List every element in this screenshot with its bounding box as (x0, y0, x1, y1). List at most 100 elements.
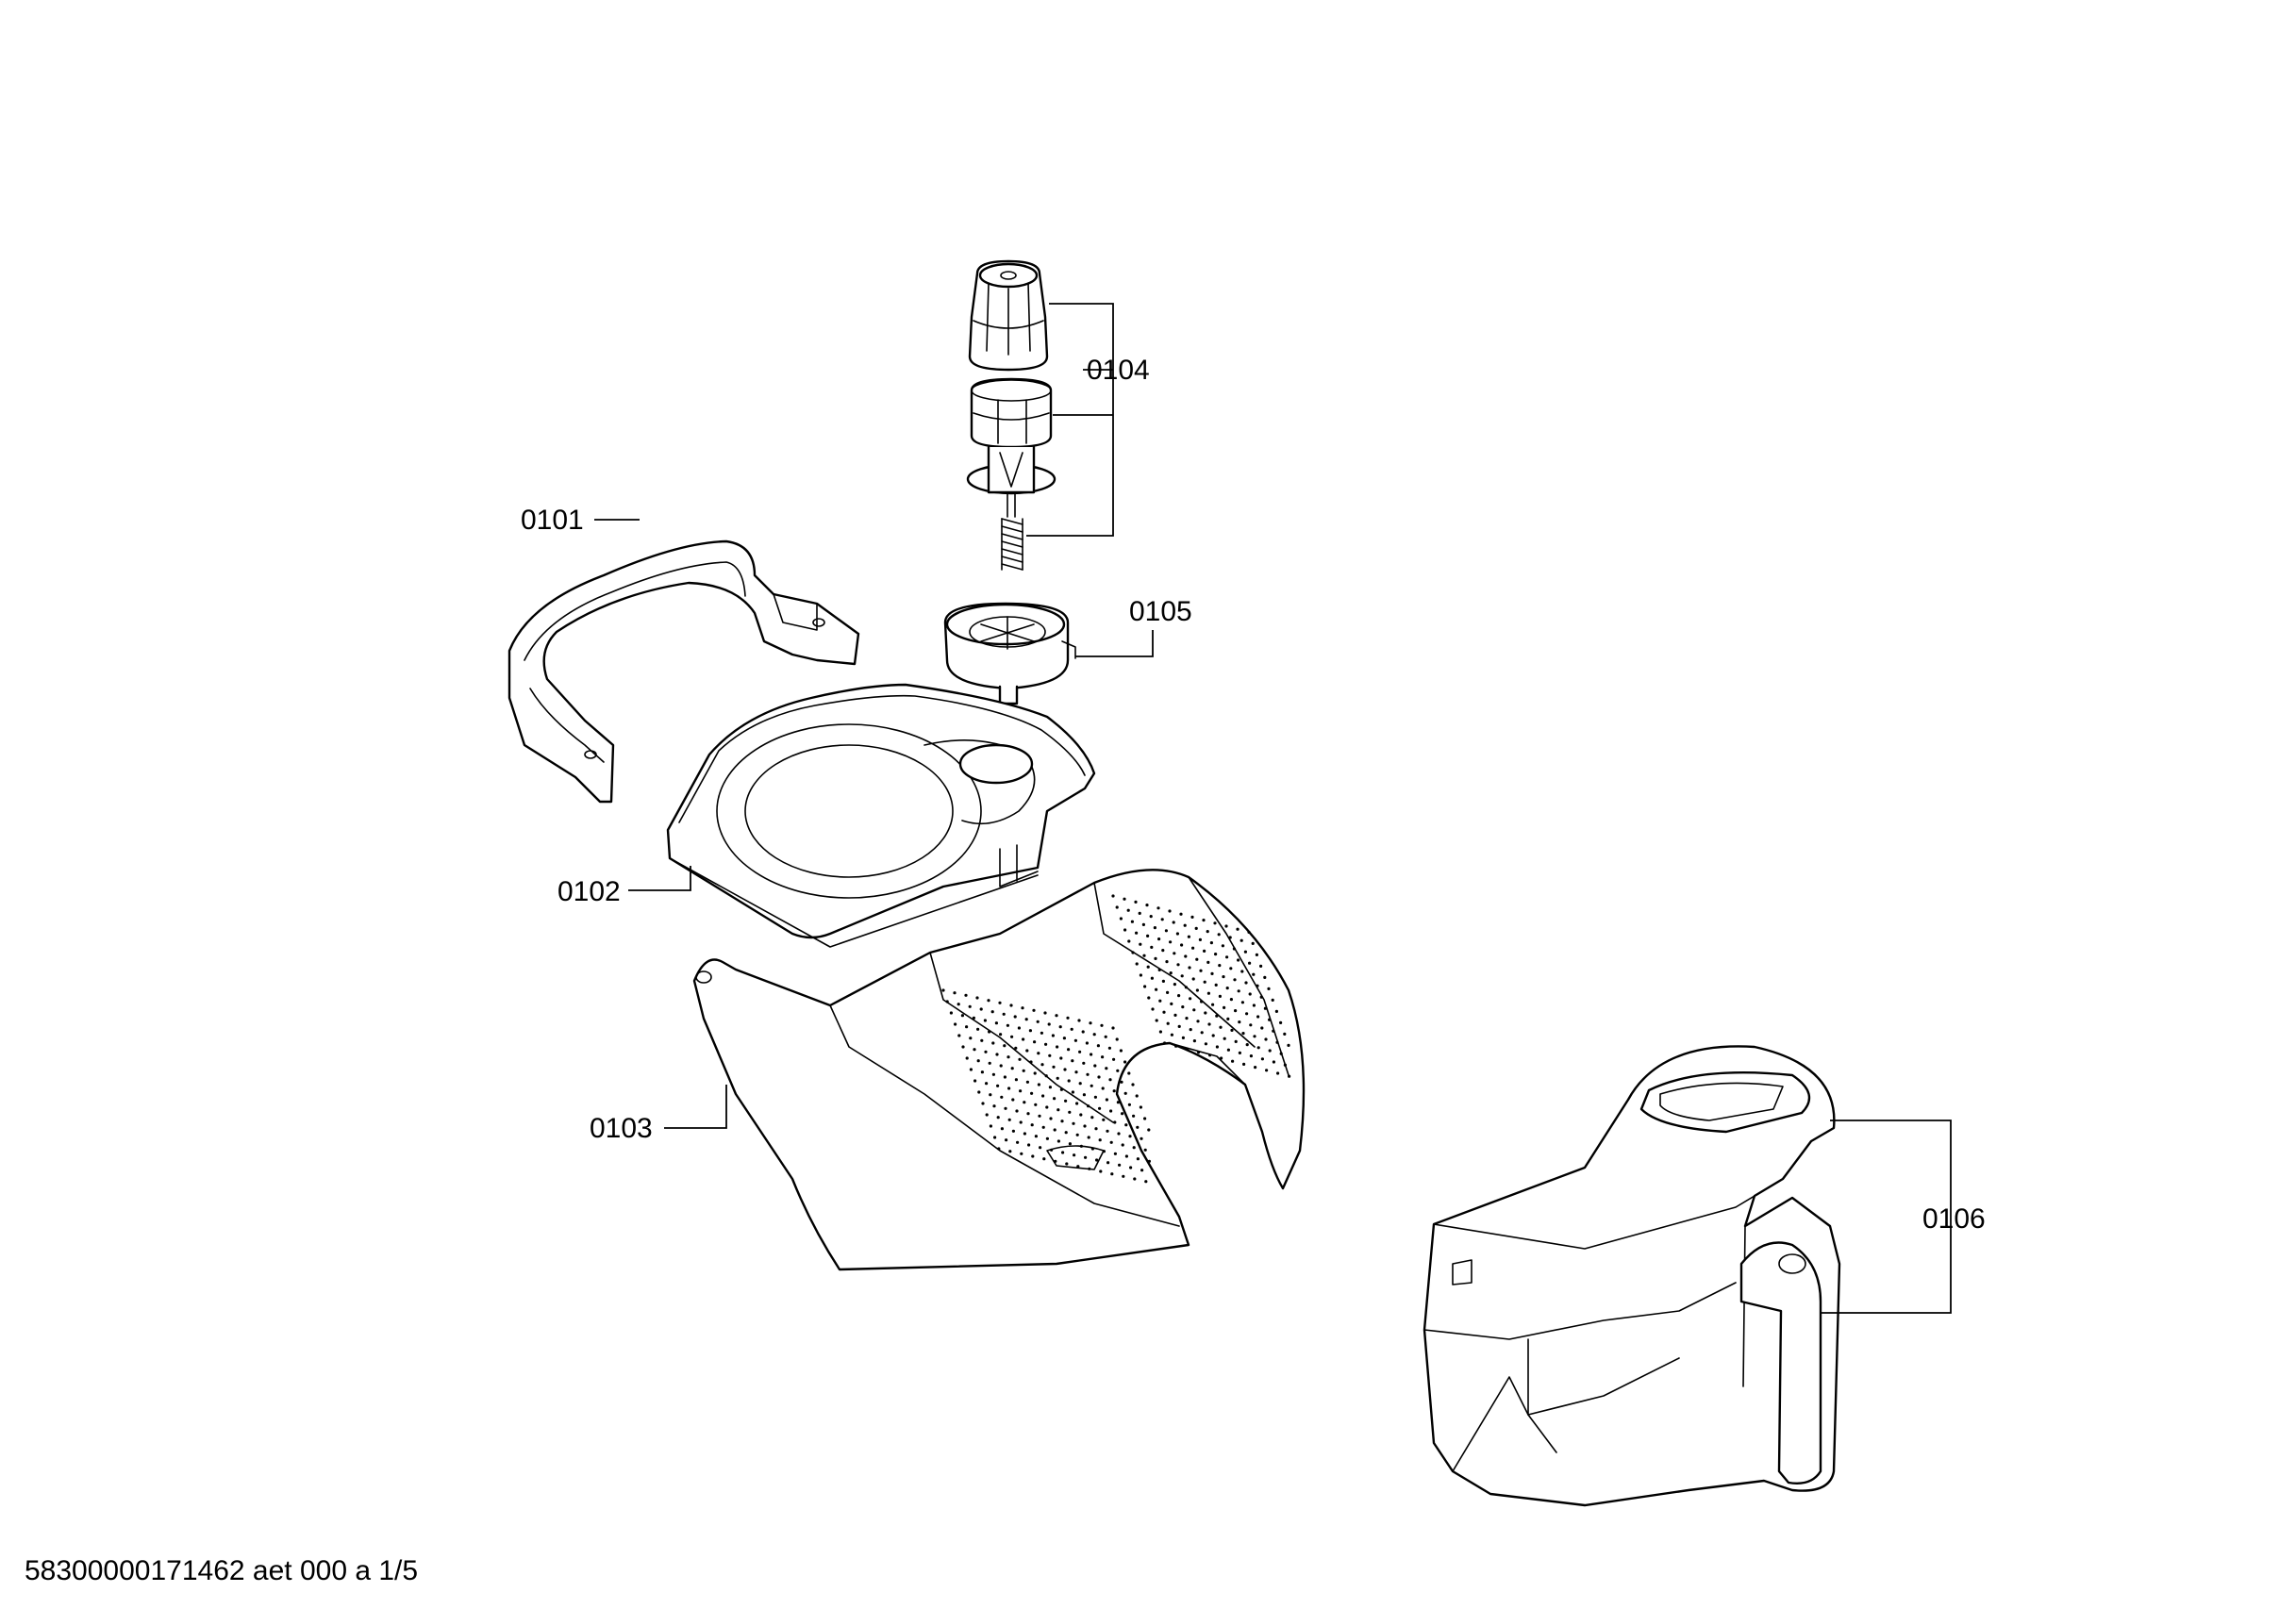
vent-dot (979, 1007, 983, 1011)
vent-dot (1200, 1031, 1204, 1035)
vent-dot (1225, 955, 1229, 959)
vent-dot (1240, 970, 1244, 973)
vent-dot (1059, 1056, 1063, 1060)
vent-dot (1067, 1079, 1071, 1083)
vent-dot (1019, 1120, 1023, 1124)
vent-dot (1276, 1071, 1280, 1075)
vent-dot (1087, 1104, 1090, 1108)
vent-dot (1252, 972, 1256, 976)
vent-dot (1034, 1103, 1038, 1106)
vent-dot (1056, 1076, 1059, 1080)
vent-dot (1192, 1008, 1196, 1012)
vent-dot (1047, 1022, 1051, 1026)
vent-dot (1229, 998, 1233, 1002)
vent-dot (1098, 1106, 1102, 1110)
vent-dot (1088, 1167, 1091, 1170)
vent-dot (1132, 1146, 1136, 1150)
vent-dot (985, 1082, 989, 1086)
vent-dot (1231, 1059, 1235, 1063)
vent-dot (1040, 1063, 1044, 1067)
vent-dot (1272, 1060, 1275, 1064)
vent-dot (1106, 1161, 1110, 1165)
vent-dot (1092, 1033, 1096, 1037)
vent-dot (999, 1033, 1003, 1037)
vent-dot (1279, 1052, 1283, 1055)
vent-dot (1213, 921, 1217, 925)
vent-dot (1085, 1041, 1089, 1045)
vent-dot (1170, 1033, 1173, 1037)
vent-dot (1010, 1035, 1014, 1038)
vent-dot (1128, 1135, 1132, 1138)
vent-dot (1108, 1078, 1112, 1082)
vent-dot (1195, 988, 1199, 992)
vent-dot (1206, 930, 1209, 934)
vent-dot (1090, 1116, 1094, 1120)
vent-dot (1068, 1142, 1072, 1146)
vent-dot (1245, 1012, 1249, 1016)
vent-dot (1195, 957, 1199, 961)
vent-dot (1132, 1114, 1136, 1118)
vent-dot (1265, 1069, 1269, 1072)
vent-dot (1143, 985, 1147, 988)
vent-dot (1259, 995, 1263, 999)
vent-dot (980, 1038, 984, 1042)
vent-dot (1238, 1051, 1241, 1054)
vent-dot (1011, 1129, 1015, 1133)
vent-dot (1056, 1139, 1060, 1143)
vent-dot (1119, 1049, 1123, 1053)
vent-dot (1156, 906, 1160, 910)
vent-dot (988, 1061, 991, 1065)
vent-dot (1094, 1127, 1098, 1131)
vent-dot (1007, 1055, 1010, 1059)
vent-dot (1073, 1153, 1076, 1157)
vent-dot (1056, 1045, 1059, 1049)
vent-dot (1042, 1157, 1046, 1161)
vent-dot (1271, 998, 1274, 1002)
vent-dot (1052, 1065, 1056, 1069)
vent-dot (1249, 1023, 1253, 1027)
vent-dot (1150, 976, 1154, 980)
vent-dot (1038, 1114, 1041, 1118)
vent-dot (1115, 905, 1119, 909)
vent-dot (1000, 1095, 1004, 1099)
vent-dot (1014, 1078, 1018, 1082)
vent-dot (973, 1079, 977, 1083)
vent-dot (969, 1068, 973, 1071)
callout-0101: 0101 (521, 505, 584, 536)
vent-dot (1007, 1118, 1011, 1121)
vent-dot (1248, 992, 1252, 996)
vent-dot (1187, 935, 1190, 938)
vent-dot (1102, 1118, 1106, 1121)
vent-dot (1000, 1127, 1004, 1131)
vent-dot (996, 1116, 1000, 1120)
vent-dot (1252, 1004, 1256, 1007)
vent-dot (1063, 1068, 1067, 1071)
vent-dot (1173, 952, 1176, 955)
vent-dot (1259, 964, 1263, 968)
vent-dot (1143, 1148, 1147, 1152)
vent-dot (1081, 1030, 1085, 1034)
vent-dot (1015, 1109, 1019, 1113)
vent-dot (1214, 953, 1218, 956)
vent-dot (960, 1014, 965, 1018)
vent-dot (1029, 1060, 1033, 1064)
vent-dot (1111, 894, 1115, 898)
vent-dot (1095, 1158, 1099, 1162)
vent-dot (957, 1034, 961, 1037)
vent-dot (1232, 947, 1236, 951)
callout-0106: 0106 (1922, 1203, 1986, 1235)
vent-dot (1158, 1030, 1162, 1034)
vent-dot (1122, 1174, 1125, 1178)
vent-dot (1283, 1032, 1287, 1036)
vent-dot (1135, 962, 1139, 966)
vent-dot (1157, 937, 1161, 941)
vent-dot (1147, 1159, 1151, 1163)
vent-dot (976, 1027, 980, 1031)
vent-dot (1105, 1098, 1108, 1102)
vent-dot (1221, 944, 1224, 948)
vent-dot (1150, 945, 1154, 950)
vent-dot (1031, 1154, 1035, 1158)
vent-dot (1131, 1083, 1135, 1086)
vent-dot (1096, 1044, 1100, 1048)
vent-dot (965, 1025, 969, 1029)
